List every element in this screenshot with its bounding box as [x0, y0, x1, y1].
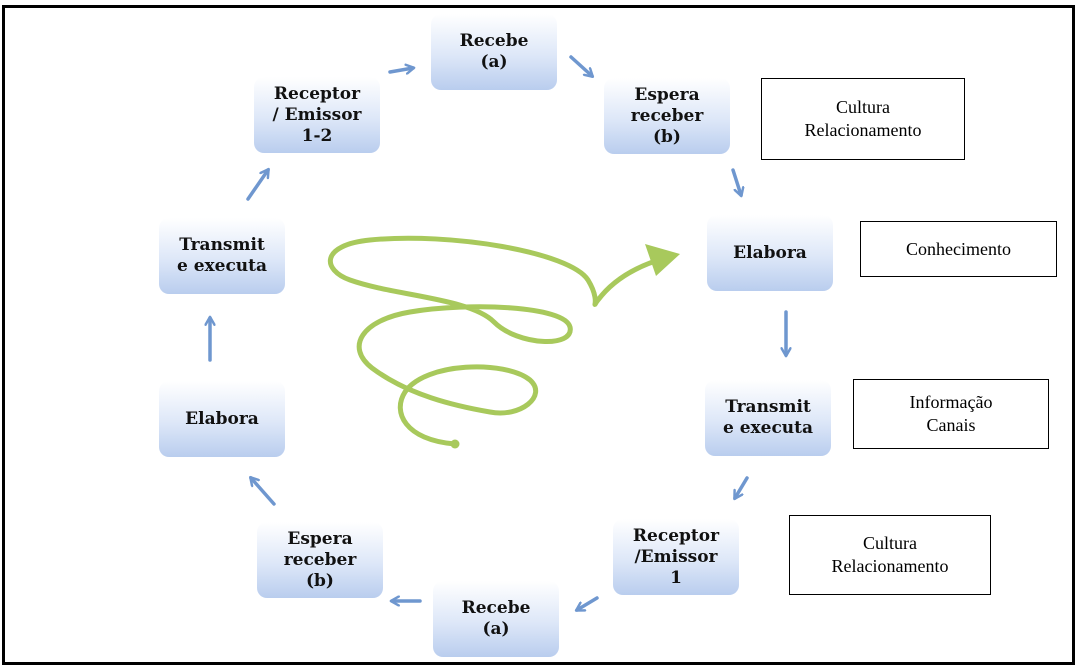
note-informacao-canais: Informação Canais [853, 379, 1049, 449]
node-recebe-top: Recebe (a) [431, 14, 557, 90]
note-cultura-relacionamento-top: Cultura Relacionamento [761, 78, 965, 160]
arrow-transmite-to-receptor [735, 476, 749, 498]
spiral-icon [327, 235, 680, 449]
node-elabora-right: Elabora [707, 215, 833, 291]
arrow-recebe-to-espera [569, 55, 592, 76]
arrow-espera-to-elabora-left [251, 478, 276, 506]
node-receptor-emissor-1: Receptor /Emissor 1 [613, 519, 739, 595]
arrow-espera-to-elabora [731, 168, 741, 195]
note-conhecimento: Conhecimento [860, 221, 1057, 277]
node-espera-receber-left: Espera receber (b) [257, 522, 383, 598]
note-cultura-relacionamento-bottom: Cultura Relacionamento [789, 515, 991, 595]
node-elabora-left: Elabora [159, 381, 285, 457]
node-transmite-executa-left: Transmit e executa [159, 218, 285, 294]
node-recebe-bottom: Recebe (a) [433, 581, 559, 657]
arrow-transmite-to-receptor-left [246, 170, 268, 201]
node-receptor-emissor-1-2: Receptor / Emissor 1-2 [254, 77, 380, 153]
node-transmite-executa-right: Transmit e executa [705, 380, 831, 456]
arrow-receptor-to-recebe-top [388, 68, 413, 72]
node-espera-receber-right: Espera receber (b) [604, 78, 730, 154]
arrow-receptor-to-recebe [577, 596, 599, 610]
